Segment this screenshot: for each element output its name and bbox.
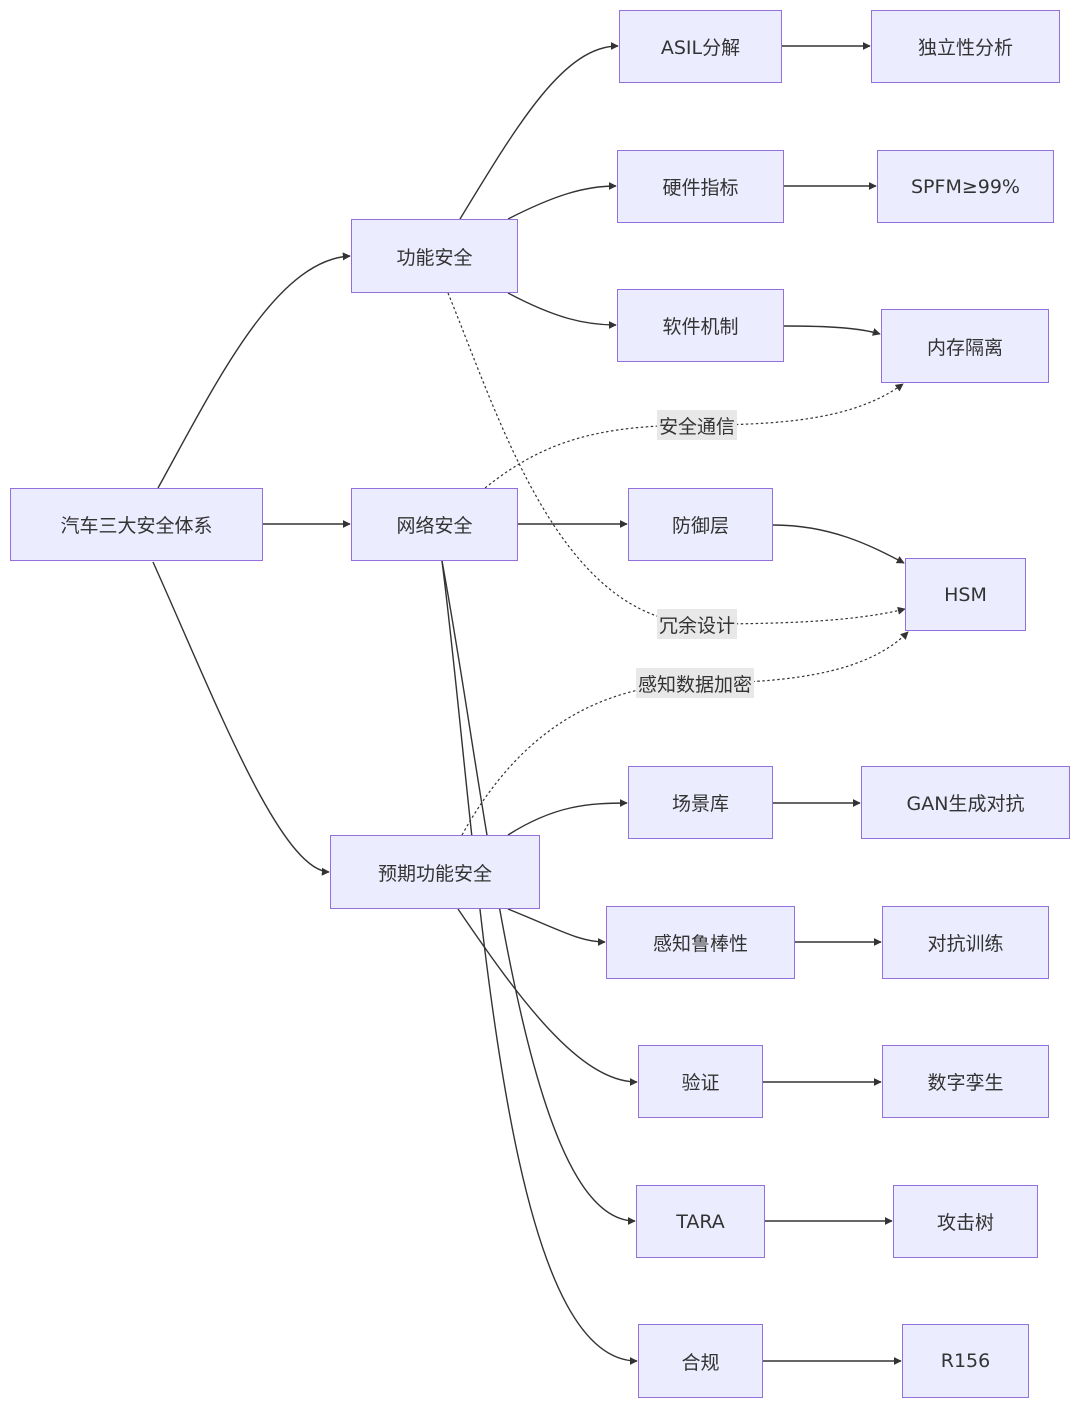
node-verification: 验证	[638, 1045, 763, 1118]
node-tara: TARA	[636, 1185, 765, 1258]
node-scenario-library: 场景库	[628, 766, 773, 839]
node-cyber-security: 网络安全	[351, 488, 518, 561]
edge-sotif-to-hsm-dotted	[461, 631, 909, 836]
edge-software-to-memory	[783, 325, 881, 336]
node-asil-decomposition: ASIL分解	[619, 10, 782, 83]
edge-root-to-sotif	[152, 561, 330, 876]
node-independence-analysis: 独立性分析	[871, 10, 1060, 83]
node-gan-adversarial: GAN生成对抗	[861, 766, 1070, 839]
node-r156: R156	[902, 1324, 1029, 1398]
edge-sotif-to-verification	[457, 908, 638, 1086]
edge-fs-to-hardware	[507, 182, 617, 220]
node-hardware-metrics: 硬件指标	[617, 150, 784, 223]
node-defense-layer: 防御层	[628, 488, 773, 561]
edge-root-to-functional-safety	[157, 252, 351, 489]
edge-fs-to-asil	[459, 42, 619, 220]
edge-label-perception-data-encryption: 感知数据加密	[636, 668, 755, 698]
edge-label-secure-communication: 安全通信	[657, 410, 738, 440]
edge-sotif-to-scene	[507, 799, 628, 836]
edge-fs-to-software	[507, 292, 617, 329]
edge-cs-to-memory-dotted	[484, 383, 904, 489]
node-perception-robustness: 感知鲁棒性	[606, 906, 795, 979]
node-automotive-safety-system: 汽车三大安全体系	[10, 488, 263, 561]
node-software-mechanism: 软件机制	[617, 289, 784, 362]
edge-cs-to-compliance	[441, 560, 638, 1365]
node-functional-safety: 功能安全	[351, 219, 518, 293]
node-attack-tree: 攻击树	[893, 1185, 1038, 1258]
edge-sotif-to-perception	[507, 908, 606, 946]
edge-defense-to-hsm	[772, 524, 905, 564]
node-memory-isolation: 内存隔离	[881, 309, 1049, 383]
edge-fs-to-hsm-dotted	[447, 292, 906, 625]
node-adversarial-training: 对抗训练	[882, 906, 1049, 979]
node-hsm: HSM	[905, 558, 1026, 631]
node-spfm: SPFM≥99%	[877, 150, 1054, 223]
node-compliance: 合规	[638, 1324, 763, 1398]
edge-label-redundancy-design: 冗余设计	[657, 609, 738, 639]
node-sotif: 预期功能安全	[330, 835, 540, 909]
node-digital-twin: 数字孪生	[882, 1045, 1049, 1118]
